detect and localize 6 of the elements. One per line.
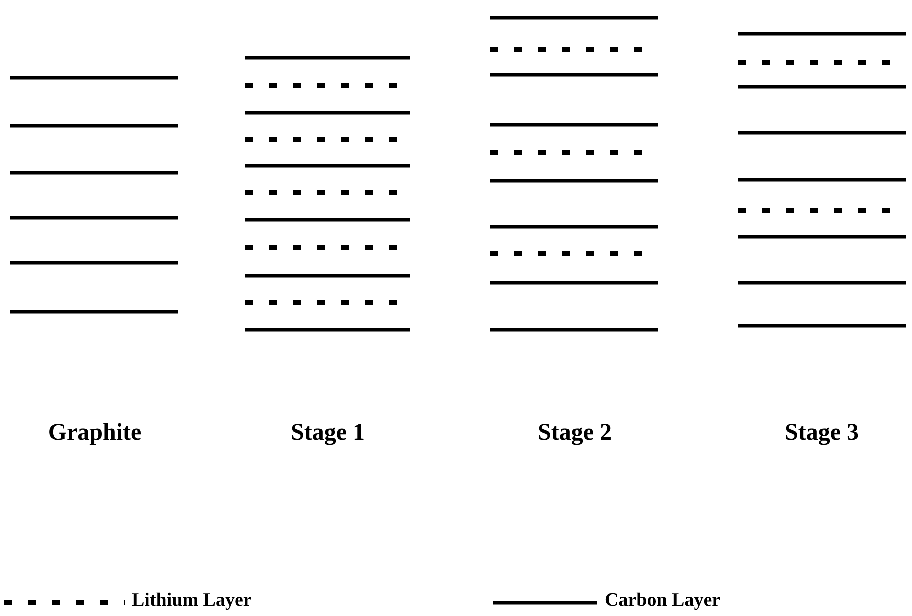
legend-label: Lithium Layer: [132, 590, 252, 612]
stage-label: Stage 2: [538, 420, 612, 447]
stage-label: Stage 1: [291, 420, 365, 447]
stage-label: Stage 3: [785, 420, 859, 447]
stage-label: Graphite: [48, 420, 142, 447]
legend-label: Carbon Layer: [605, 590, 721, 612]
